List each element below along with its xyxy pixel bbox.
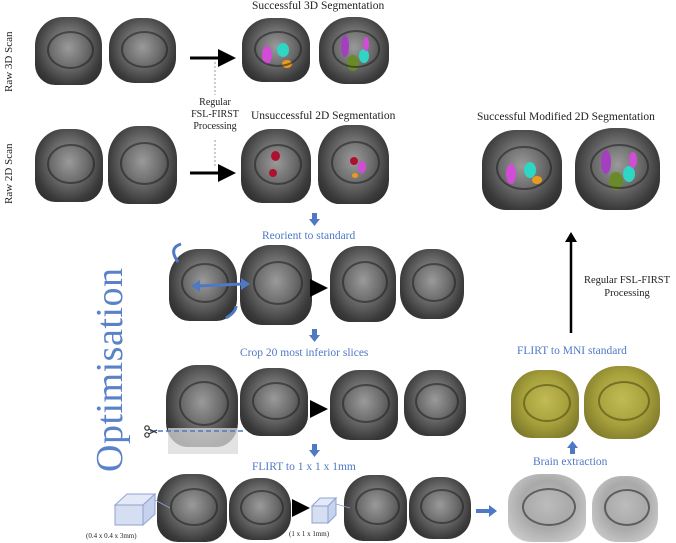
seg-2d-coronal2-image <box>318 125 389 204</box>
cube-leader <box>154 499 171 509</box>
reorient-arc <box>172 242 182 263</box>
raw-2d-coronal-image <box>35 129 103 202</box>
scissors-icon <box>144 425 158 438</box>
seg-3d-axial-image <box>319 17 389 84</box>
voxel-before-label: (0.4 x 0.4 x 3mm) <box>86 532 137 540</box>
step-flirt-mni: FLIRT to MNI standard <box>517 345 627 357</box>
brain-extraction-axial-image <box>592 476 658 542</box>
reorient-double-arrow <box>191 278 250 292</box>
blue-up-arrow <box>567 441 578 454</box>
flirt1-input-image <box>157 474 227 542</box>
flirt1-output2-image <box>409 477 471 539</box>
title-successful-3d: Successful 3D Segmentation <box>252 0 385 12</box>
reorient-arc <box>225 305 238 320</box>
blue-down-arrow <box>309 213 320 226</box>
label-line: Processing <box>193 121 237 132</box>
title-successful-modified-2d: Successful Modified 2D Segmentation <box>477 111 655 123</box>
modified-seg-coronal-image <box>482 130 562 210</box>
step-crop: Crop 20 most inferior slices <box>240 347 369 359</box>
raw-3d-axial-image <box>109 18 176 83</box>
cube-leader <box>335 503 351 509</box>
label-line: Processing <box>604 288 650 299</box>
reorient-output-image <box>330 246 396 322</box>
step-reorient: Reorient to standard <box>262 230 356 242</box>
voxel-cube-before <box>113 492 157 527</box>
seg-2d-coronal-image <box>241 129 311 203</box>
crop-output-image <box>330 370 398 440</box>
mni-coronal-image <box>511 370 579 438</box>
blue-right-arrow <box>476 505 497 517</box>
blue-down-arrow <box>309 444 320 457</box>
step-flirt-1mm: FLIRT to 1 x 1 x 1mm <box>252 461 356 473</box>
brain-extraction-coronal-image <box>508 474 586 542</box>
crop-input2-image <box>240 368 308 436</box>
label-line: Regular FSL-FIRST <box>583 275 671 286</box>
modified-seg-axial-image <box>575 128 660 210</box>
label-regular-fsl-first-left: Regular FSL-FIRST Processing <box>186 97 244 133</box>
flirt1-input2-image <box>229 478 291 540</box>
title-unsuccessful-2d: Unsuccessful 2D Segmentation <box>251 110 396 122</box>
mni-axial-image <box>584 366 660 439</box>
blue-down-arrow <box>309 329 320 342</box>
raw-3d-coronal-image <box>35 17 102 85</box>
reorient-input2-image <box>240 245 312 325</box>
seg-3d-coronal-image <box>242 18 310 82</box>
flirt1-output-image <box>344 475 407 541</box>
arrow-up-head <box>565 232 577 242</box>
voxel-after-label: (1 x 1 x 1mm) <box>289 530 330 538</box>
crop-region <box>168 428 238 454</box>
step-brain-extraction: Brain extraction <box>533 456 608 468</box>
label-line: FSL-FIRST <box>191 109 239 120</box>
raw-2d-coronal2-image <box>108 126 177 204</box>
label-line: Regular <box>199 97 231 108</box>
label-regular-fsl-first-right: Regular FSL-FIRST Processing <box>582 274 672 300</box>
reorient-output2-image <box>400 249 464 319</box>
crop-output2-image <box>404 370 466 436</box>
voxel-cube-after <box>310 496 338 525</box>
